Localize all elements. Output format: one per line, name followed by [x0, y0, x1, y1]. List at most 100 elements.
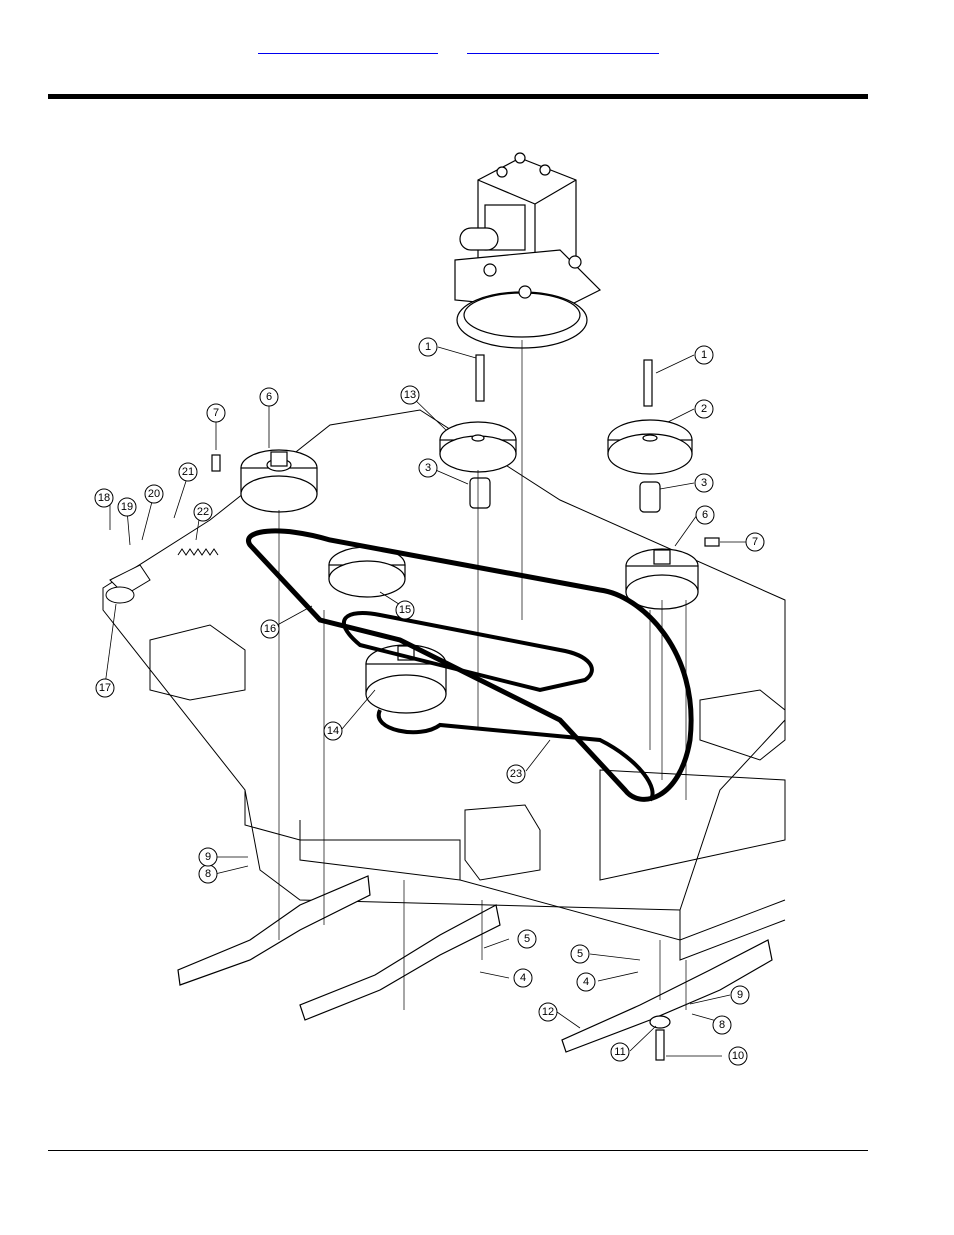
callout-circle	[260, 619, 280, 639]
callout-12: 12	[538, 1002, 558, 1022]
callout-label: 22	[197, 506, 209, 518]
spindle-center	[365, 644, 447, 714]
callout-5: 5	[570, 944, 590, 964]
bracket-17	[105, 586, 135, 604]
callout-21: 21	[178, 462, 198, 482]
callout-label: 9	[737, 989, 743, 1001]
idler-pulley-13	[439, 421, 517, 473]
blade-right	[561, 939, 773, 1053]
callout-label: 9	[205, 851, 211, 863]
callout-circle	[94, 488, 114, 508]
callout-label: 5	[577, 948, 583, 960]
nav-link-2[interactable]	[467, 43, 659, 54]
callout-circle	[694, 345, 714, 365]
callout-label: 15	[399, 604, 411, 616]
callout-3: 3	[694, 473, 714, 493]
callout-22: 22	[193, 502, 213, 522]
spacer-3-left	[469, 477, 491, 509]
callout-9: 9	[198, 847, 218, 867]
callout-circle	[206, 403, 226, 423]
mower-deck-exploded-diagram: 1123344556677889910111213141516171819202…	[94, 152, 786, 1066]
callout-label: 17	[99, 682, 111, 694]
callout-circle	[193, 502, 213, 522]
idler-pulley-2	[607, 419, 693, 475]
callout-label: 2	[701, 403, 707, 415]
callout-circle	[576, 972, 596, 992]
bolt-1-left	[475, 354, 485, 402]
nav-link-1[interactable]	[258, 43, 438, 54]
blade-left	[177, 875, 371, 986]
callout-label: 8	[205, 868, 211, 880]
callout-label: 1	[425, 341, 431, 353]
callout-circle	[418, 458, 438, 478]
callout-label: 1	[701, 349, 707, 361]
callout-7: 7	[206, 403, 226, 423]
spindle-left	[240, 449, 318, 513]
deck-bracket-left	[149, 624, 246, 701]
callout-11: 11	[610, 1042, 630, 1062]
callout-label: 20	[148, 488, 160, 500]
callout-circle	[259, 387, 279, 407]
callout-label: 4	[583, 976, 589, 988]
callout-17: 17	[95, 678, 115, 698]
callout-1: 1	[694, 345, 714, 365]
callout-circle	[178, 462, 198, 482]
callout-label: 6	[702, 509, 708, 521]
callout-8: 8	[712, 1015, 732, 1035]
callout-label: 13	[404, 389, 416, 401]
callout-label: 3	[701, 477, 707, 489]
callout-circle	[694, 399, 714, 419]
callout-label: 7	[213, 407, 219, 419]
belt-23	[246, 528, 694, 802]
callout-circle	[506, 764, 526, 784]
deck-bracket-front	[464, 804, 541, 881]
callout-8: 8	[198, 864, 218, 884]
callout-circle	[538, 1002, 558, 1022]
bolt-7-left	[211, 454, 221, 472]
callout-label: 18	[98, 492, 110, 504]
callout-label: 3	[425, 462, 431, 474]
callout-label: 23	[510, 768, 522, 780]
callout-2: 2	[694, 399, 714, 419]
baffle-right	[699, 689, 786, 761]
gearbox	[454, 152, 602, 349]
blade-center	[299, 904, 501, 1021]
callout-circle	[728, 1046, 748, 1066]
callout-6: 6	[259, 387, 279, 407]
blade-washer-11	[649, 1015, 671, 1029]
callout-label: 19	[121, 501, 133, 513]
callout-label: 16	[264, 623, 276, 635]
callout-label: 10	[732, 1050, 744, 1062]
callout-18: 18	[94, 488, 114, 508]
callout-5: 5	[517, 929, 537, 949]
callout-label: 7	[752, 536, 758, 548]
callout-circle	[695, 505, 715, 525]
callout-9: 9	[730, 985, 750, 1005]
callout-14: 14	[323, 721, 343, 741]
callout-circle	[117, 497, 137, 517]
bolt-7-right	[704, 537, 720, 547]
callout-15: 15	[395, 600, 415, 620]
callout-circle	[745, 532, 765, 552]
callout-label: 11	[614, 1046, 625, 1058]
callout-circle	[144, 484, 164, 504]
callout-4: 4	[576, 972, 596, 992]
callout-6: 6	[695, 505, 715, 525]
callout-circle	[323, 721, 343, 741]
callout-circle	[418, 337, 438, 357]
callout-circle	[730, 985, 750, 1005]
callout-13: 13	[400, 385, 420, 405]
callout-23: 23	[506, 764, 526, 784]
callout-label: 5	[524, 933, 530, 945]
callout-3: 3	[418, 458, 438, 478]
callout-label: 4	[520, 972, 526, 984]
callout-circle	[712, 1015, 732, 1035]
callout-20: 20	[144, 484, 164, 504]
callout-circle	[400, 385, 420, 405]
callout-circle	[610, 1042, 630, 1062]
callout-label: 6	[266, 391, 272, 403]
header-rule	[48, 94, 868, 99]
callout-circle	[95, 678, 115, 698]
idler-pulley-15	[328, 546, 406, 598]
callout-label: 21	[182, 466, 194, 478]
